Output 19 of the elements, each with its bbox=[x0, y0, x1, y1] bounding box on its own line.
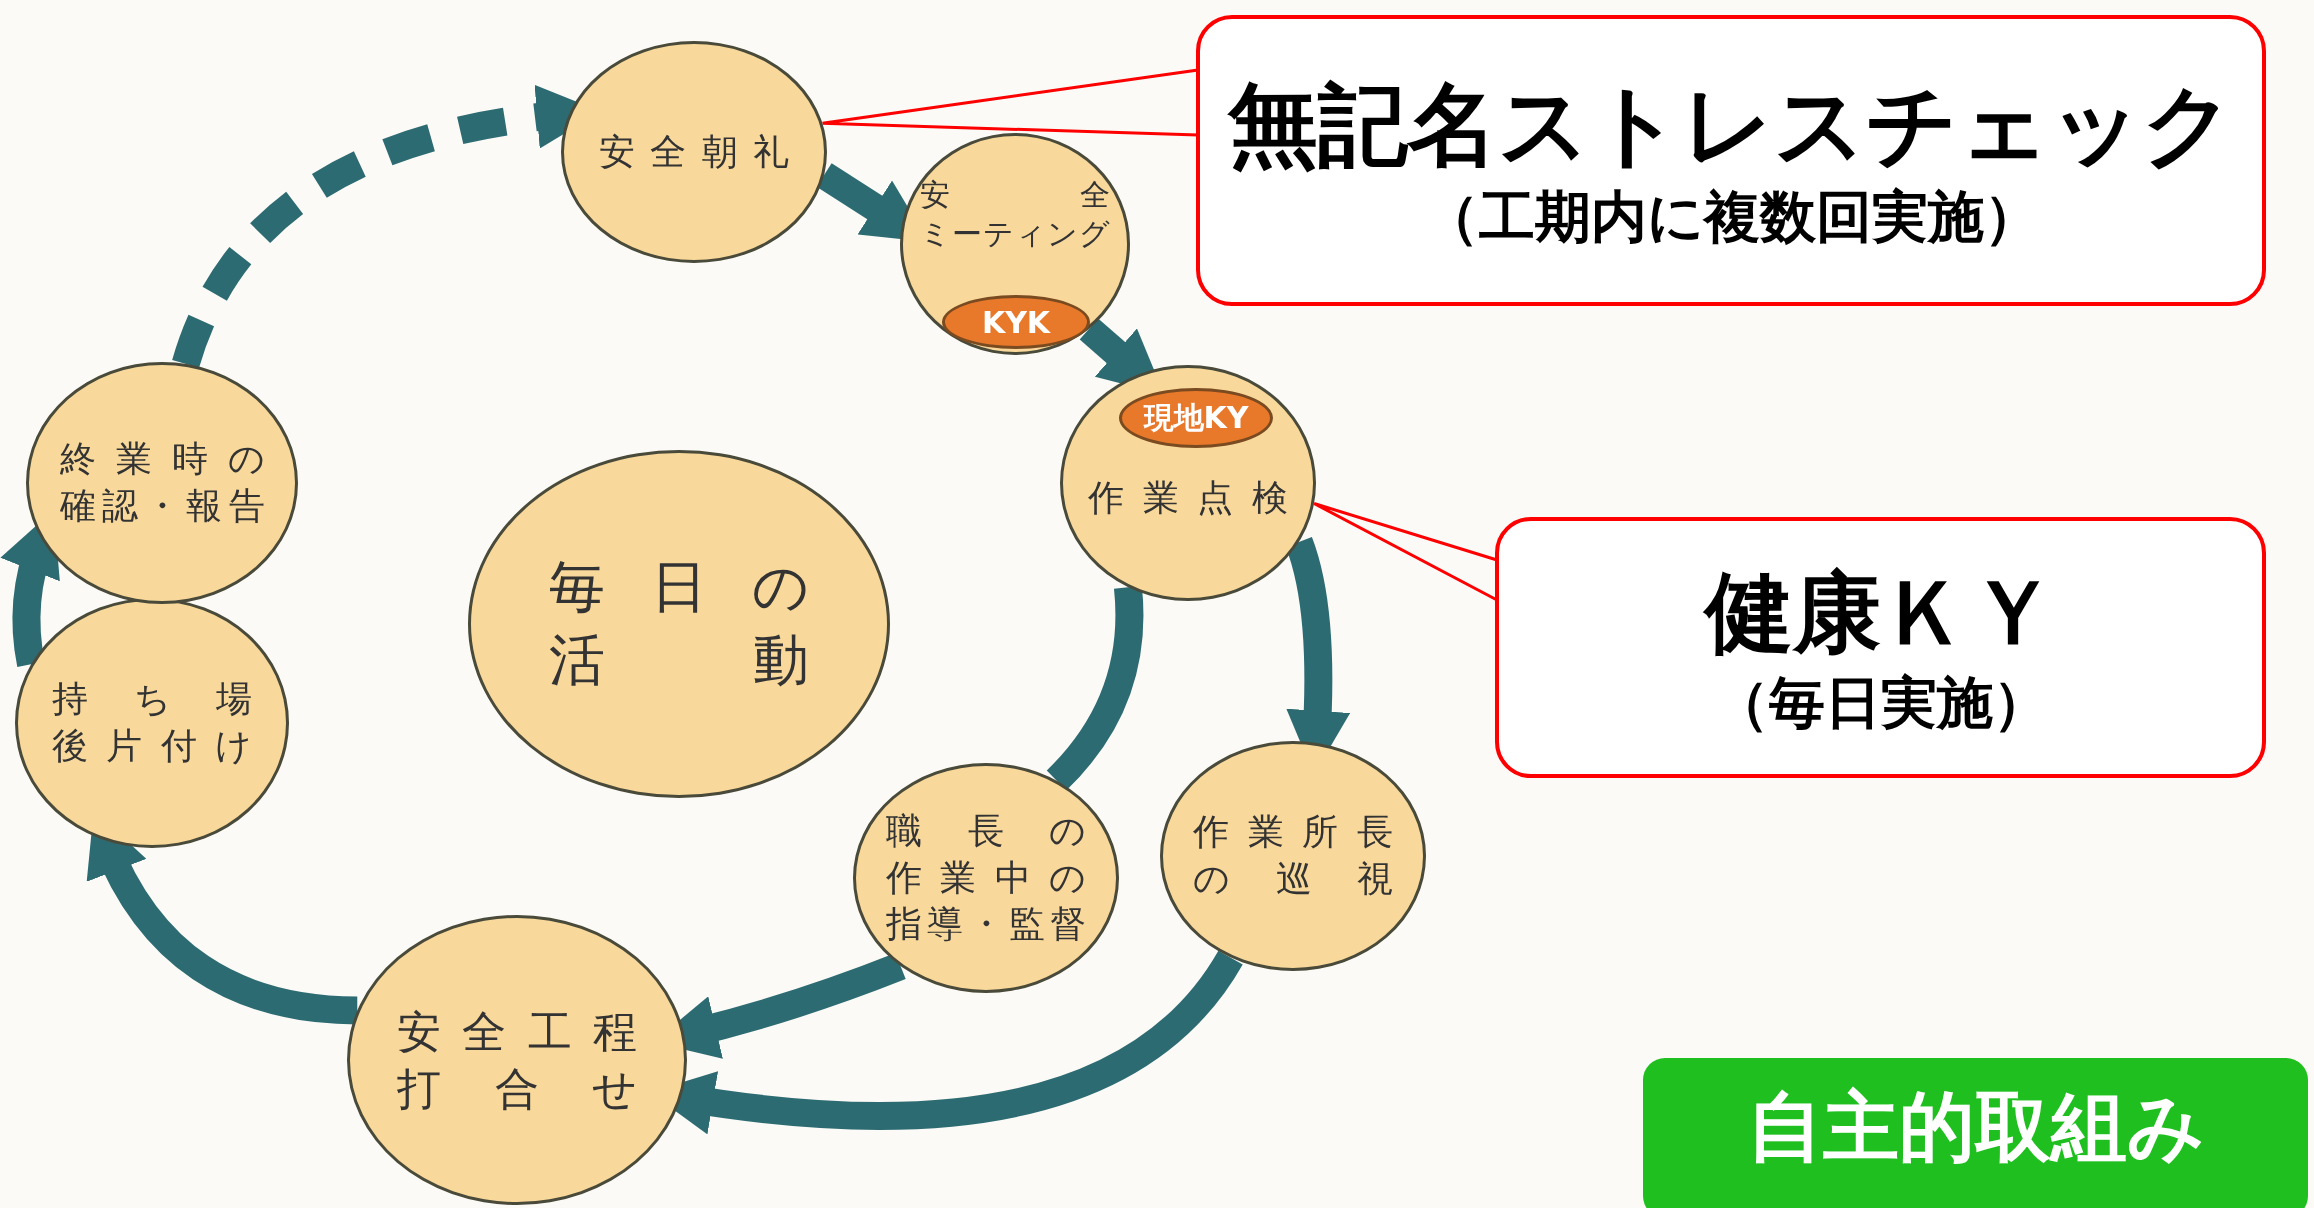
circle-label: 毎日の活動 bbox=[549, 553, 809, 694]
circle-label: 職長の作業中の指導・監督 bbox=[886, 808, 1086, 947]
circle-label: 作業所長の巡視 bbox=[1193, 810, 1393, 901]
circle-label: 終業時の確認・報告 bbox=[59, 437, 265, 528]
tag-text: 自主的取組み bbox=[1746, 1080, 2205, 1173]
badge-label: 現地KY bbox=[1119, 388, 1273, 448]
callout-note: （毎日実施） bbox=[1712, 668, 2049, 737]
circle-label: 作業点検 bbox=[1088, 475, 1288, 520]
badge-label: KYK bbox=[942, 295, 1090, 349]
callout-box bbox=[1196, 15, 2266, 306]
tag-box bbox=[1643, 1058, 2308, 1208]
callout-box bbox=[1495, 517, 2266, 778]
callout-heading: 無記名ストレスチェック bbox=[1228, 71, 2234, 180]
circle-label: 持ち場後片付け bbox=[52, 677, 252, 768]
callout-note: （工期内に複数回実施） bbox=[1422, 182, 2040, 251]
callout-heading: 健康ＫＹ bbox=[1704, 559, 2057, 666]
circle-label: 安全ミーティング bbox=[920, 176, 1110, 253]
circle-label: 安全工程打合せ bbox=[397, 1004, 637, 1116]
circle-label: 安全朝礼 bbox=[599, 129, 789, 174]
